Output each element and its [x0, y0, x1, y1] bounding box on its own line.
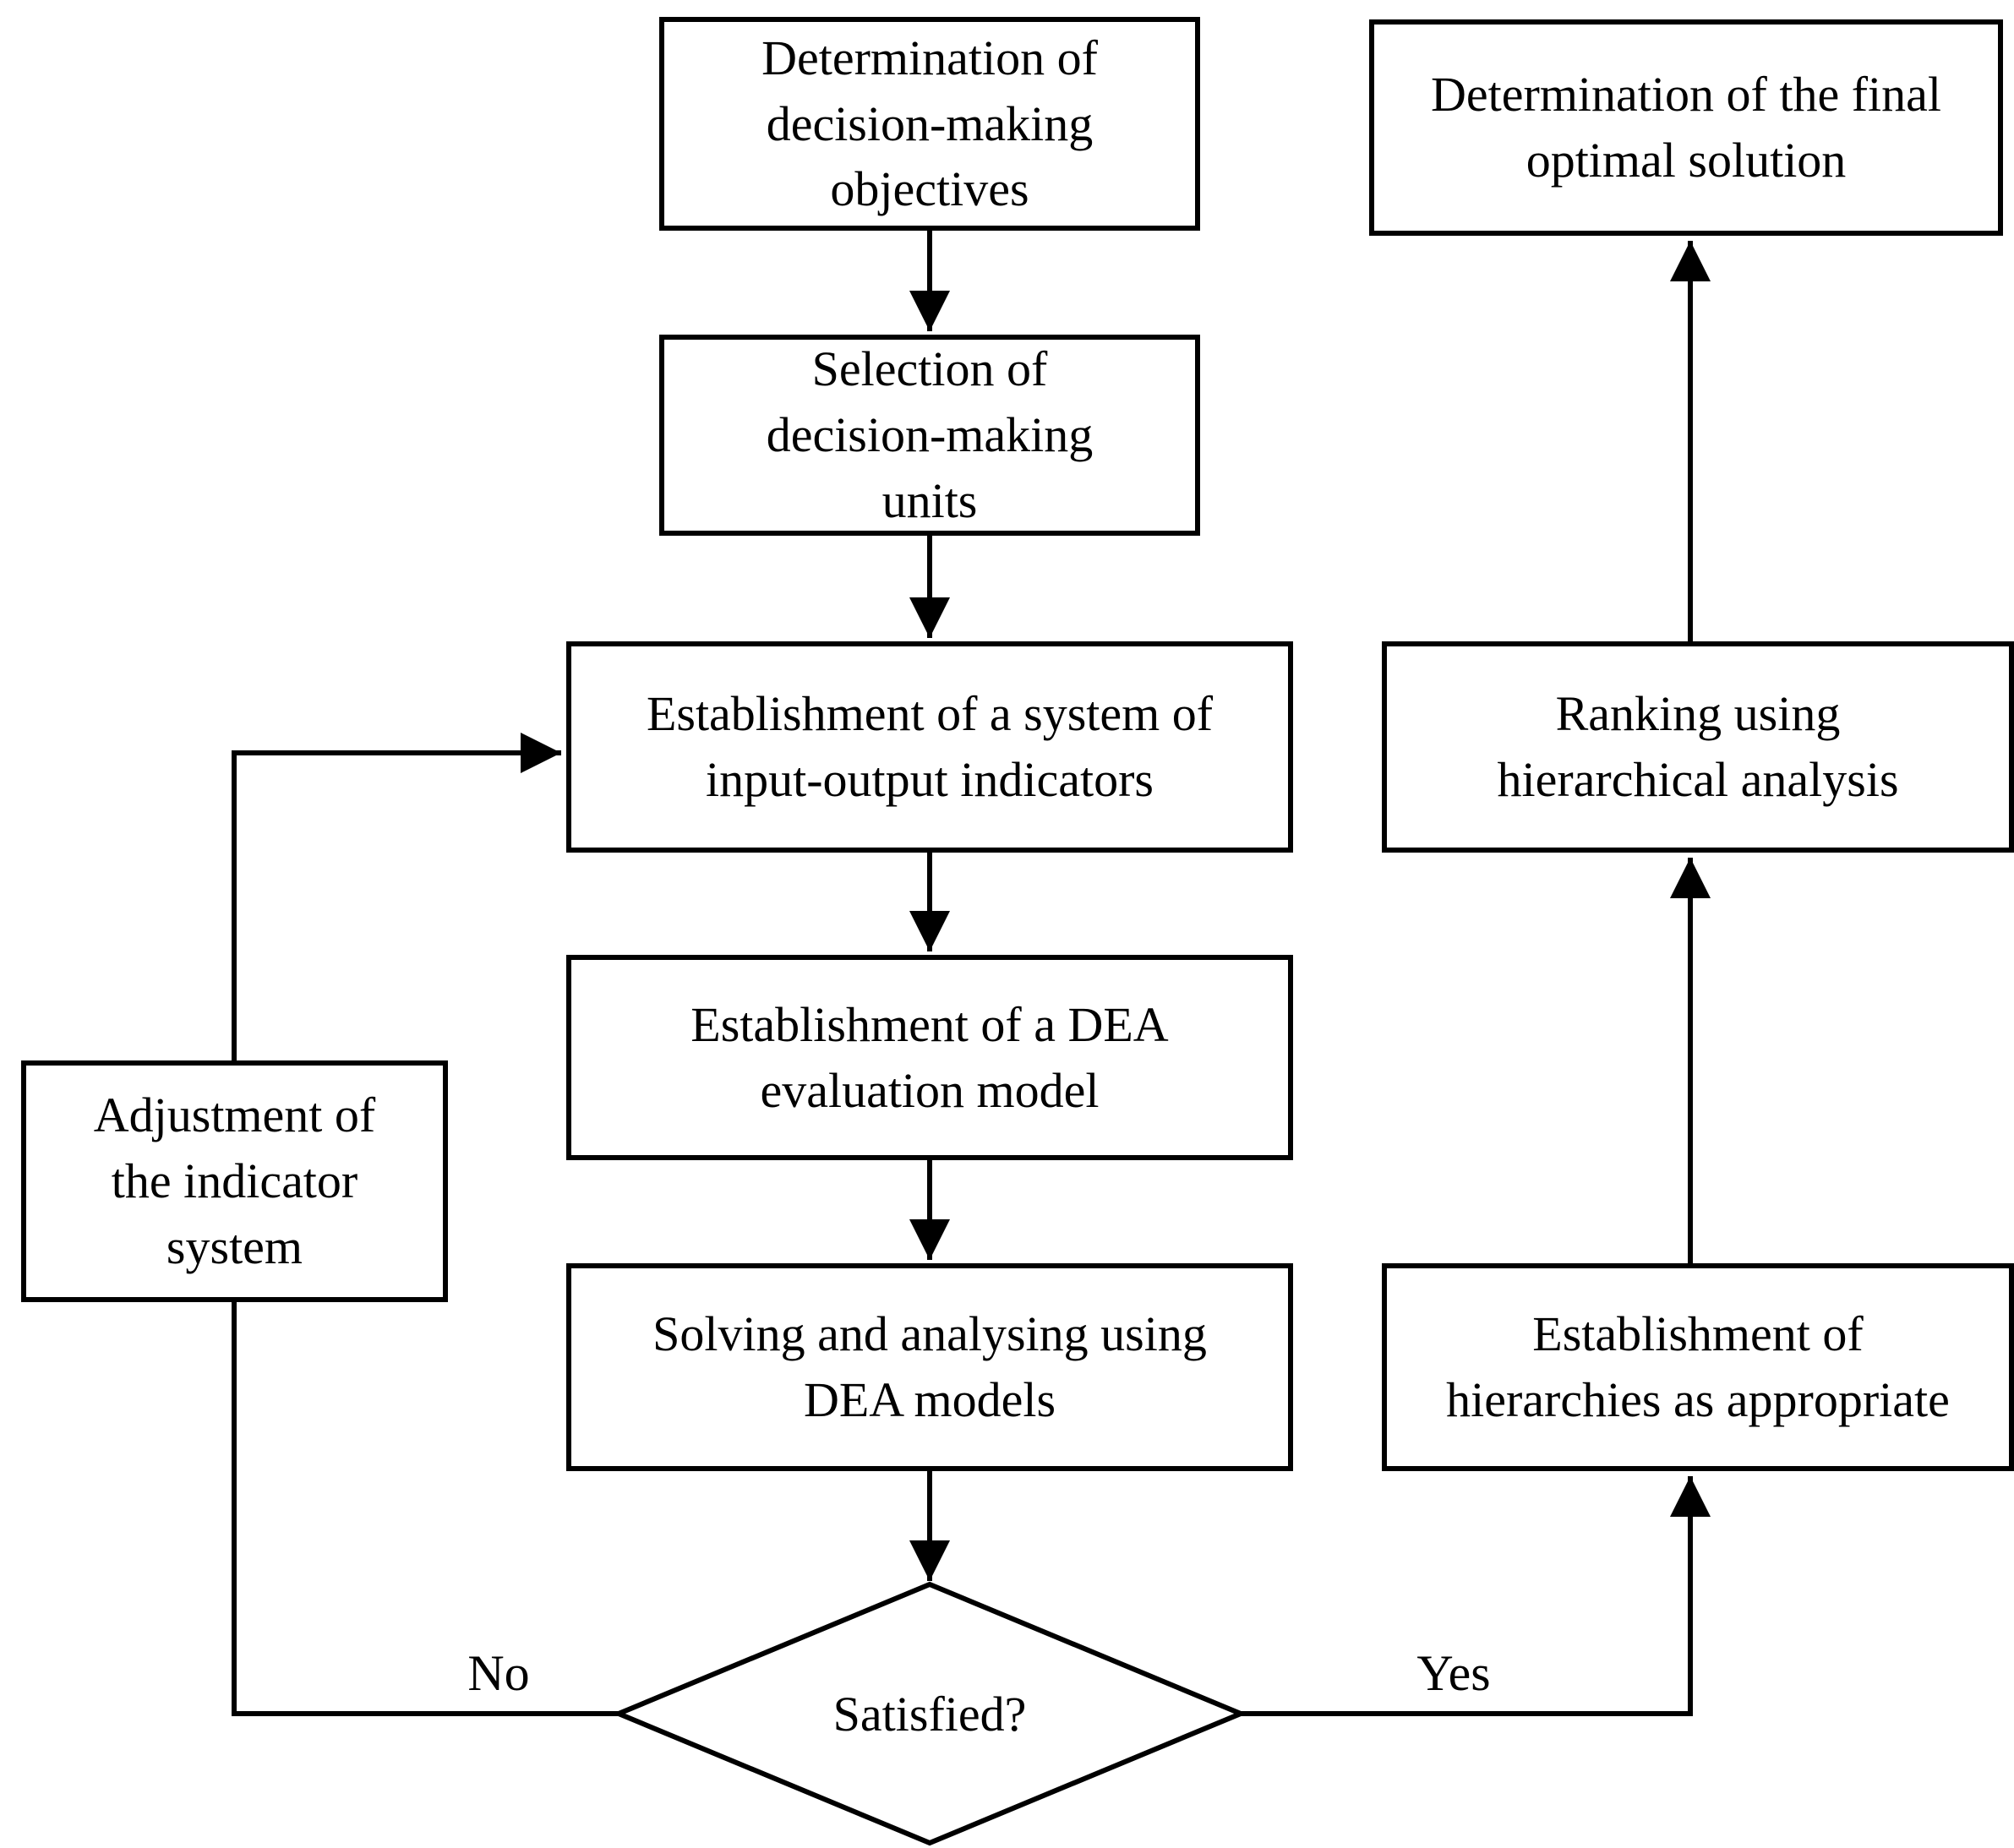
connector-decision-no-path: [232, 1302, 619, 1716]
node-dea-evaluation-model: Establishment of a DEA evaluation model: [566, 955, 1293, 1160]
branch-label-no: No: [467, 1644, 530, 1701]
node-solving-analysing: Solving and analysing using DEA models: [566, 1263, 1293, 1471]
node-adjustment-indicator-system: Adjustment of the indicator system: [21, 1060, 448, 1302]
connector-decision-yes-path: [1241, 1476, 1711, 1716]
node-indicator-system: Establishment of a system of input-outpu…: [566, 641, 1293, 853]
decision-satisfied-label: Satisfied?: [832, 1686, 1027, 1742]
node-establishment-hierarchies: Establishment of hierarchies as appropri…: [1382, 1263, 2014, 1471]
node-ranking-hierarchical-analysis: Ranking using hierarchical analysis: [1382, 641, 2014, 853]
node-final-optimal-solution: Determination of the final optimal solut…: [1369, 19, 2003, 236]
node-selection-units: Selection of decision-making units: [659, 335, 1200, 536]
connector-adjustment-to-indicators: [232, 733, 561, 1060]
node-determination-objectives: Determination of decision-making objecti…: [659, 17, 1200, 231]
decision-diamond: [612, 1581, 1247, 1846]
branch-label-yes: Yes: [1416, 1644, 1491, 1701]
